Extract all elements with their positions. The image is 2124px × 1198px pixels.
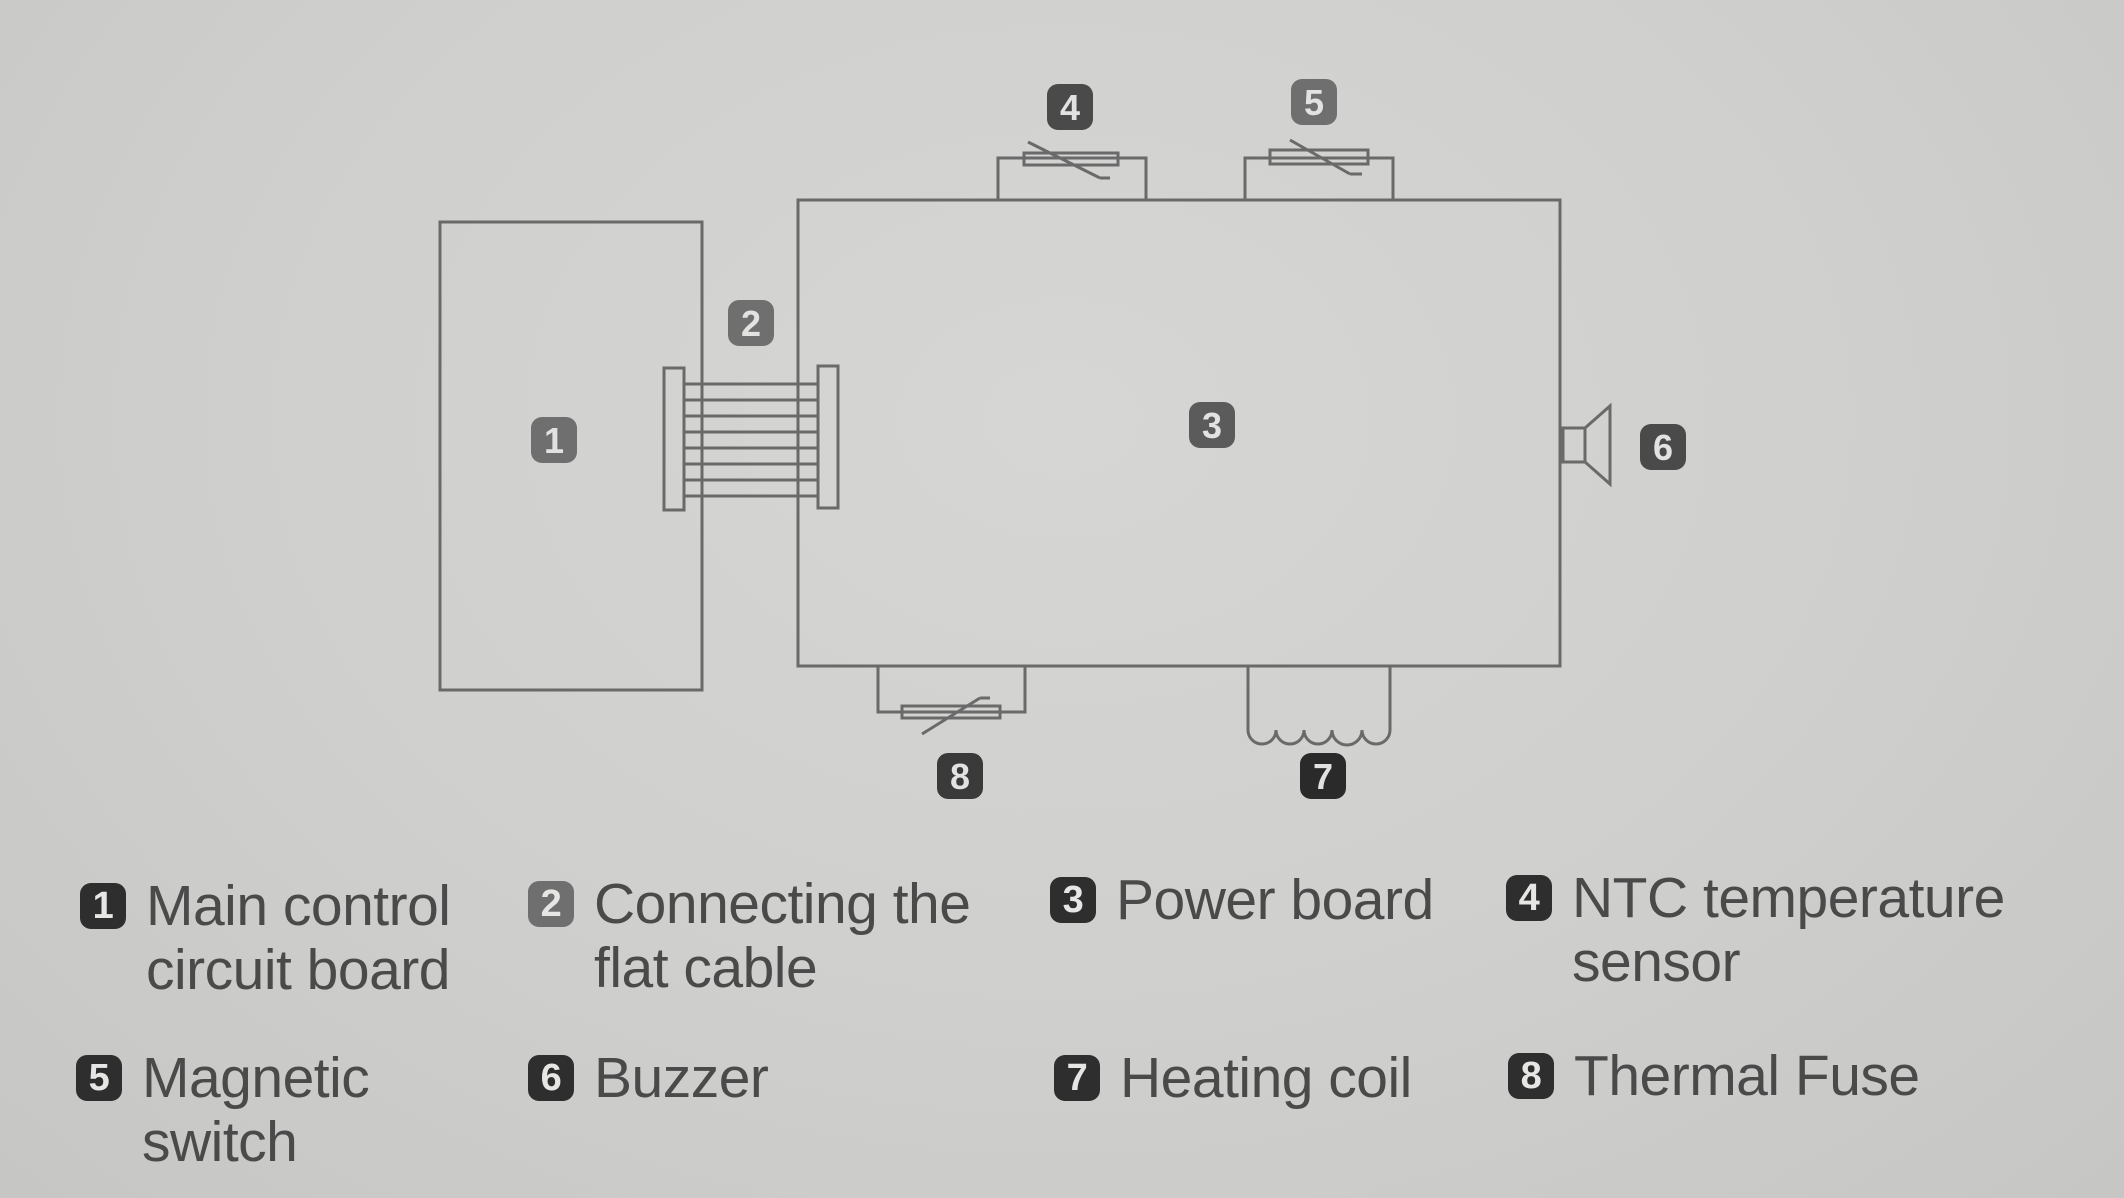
buzzer-symbol [1561, 402, 1612, 488]
marker-7: 7 [1300, 753, 1346, 799]
legend-line: Magnetic [142, 1046, 370, 1110]
heating-coil-symbol [1246, 666, 1392, 747]
legend-line: sensor [1572, 930, 1741, 994]
legend-item-4: 4 NTC temperature sensor [1506, 866, 2005, 994]
magnetic-switch-symbol [1243, 138, 1395, 200]
legend-line: circuit board [146, 938, 450, 1002]
marker-4-label: 4 [1060, 87, 1080, 128]
legend-line: flat cable [594, 936, 818, 1000]
thermal-fuse-symbol [876, 666, 1027, 736]
marker-4: 4 [1047, 84, 1093, 130]
legend-item-8: 8 Thermal Fuse [1508, 1044, 1920, 1108]
legend-badge-4: 4 [1506, 875, 1552, 921]
ntc-sensor-symbol [996, 140, 1148, 200]
legend-line: Power board [1116, 868, 1434, 932]
marker-2: 2 [728, 300, 774, 346]
legend-badge-7: 7 [1054, 1055, 1100, 1101]
legend-text-3: Power board [1116, 868, 1434, 932]
legend-text-4: NTC temperature sensor [1572, 866, 2005, 994]
legend-item-5: 5 Magnetic switch [76, 1046, 370, 1174]
legend-item-7: 7 Heating coil [1054, 1046, 1412, 1110]
flat-cable [662, 364, 840, 512]
marker-5-label: 5 [1304, 82, 1324, 123]
legend-text-7: Heating coil [1120, 1046, 1412, 1110]
legend-text-6: Buzzer [594, 1046, 769, 1110]
legend-item-1: 1 Main control circuit board [80, 874, 451, 1002]
legend-badge-6: 6 [528, 1055, 574, 1101]
legend-line: Main control [146, 874, 451, 938]
legend-line: Heating coil [1120, 1046, 1412, 1110]
legend-badge-2: 2 [528, 881, 574, 927]
marker-1-label: 1 [544, 420, 564, 461]
legend-badge-3: 3 [1050, 877, 1096, 923]
legend-line: switch [142, 1110, 298, 1174]
legend-line: NTC temperature [1572, 866, 2005, 930]
legend-line: Connecting the [594, 872, 971, 936]
marker-6: 6 [1640, 424, 1686, 470]
marker-3-label: 3 [1202, 405, 1222, 446]
legend-item-2: 2 Connecting the flat cable [528, 872, 971, 1000]
marker-7-label: 7 [1313, 756, 1333, 797]
legend-line: Buzzer [594, 1046, 769, 1110]
legend-text-8: Thermal Fuse [1574, 1044, 1920, 1108]
legend-badge-8: 8 [1508, 1053, 1554, 1099]
main-control-board-box [438, 220, 704, 692]
legend-badge-1: 1 [80, 883, 126, 929]
marker-6-label: 6 [1653, 427, 1673, 468]
legend-text-2: Connecting the flat cable [594, 872, 971, 1000]
marker-5: 5 [1291, 79, 1337, 125]
marker-8-label: 8 [950, 756, 970, 797]
legend-text-5: Magnetic switch [142, 1046, 370, 1174]
legend-item-6: 6 Buzzer [528, 1046, 769, 1110]
legend-text-1: Main control circuit board [146, 874, 451, 1002]
marker-3: 3 [1189, 402, 1235, 448]
marker-8: 8 [937, 753, 983, 799]
marker-2-label: 2 [741, 303, 761, 344]
legend-line: Thermal Fuse [1574, 1044, 1920, 1108]
power-board-box [796, 198, 1562, 668]
legend-badge-5: 5 [76, 1055, 122, 1101]
marker-1: 1 [531, 417, 577, 463]
legend-item-3: 3 Power board [1050, 868, 1434, 932]
